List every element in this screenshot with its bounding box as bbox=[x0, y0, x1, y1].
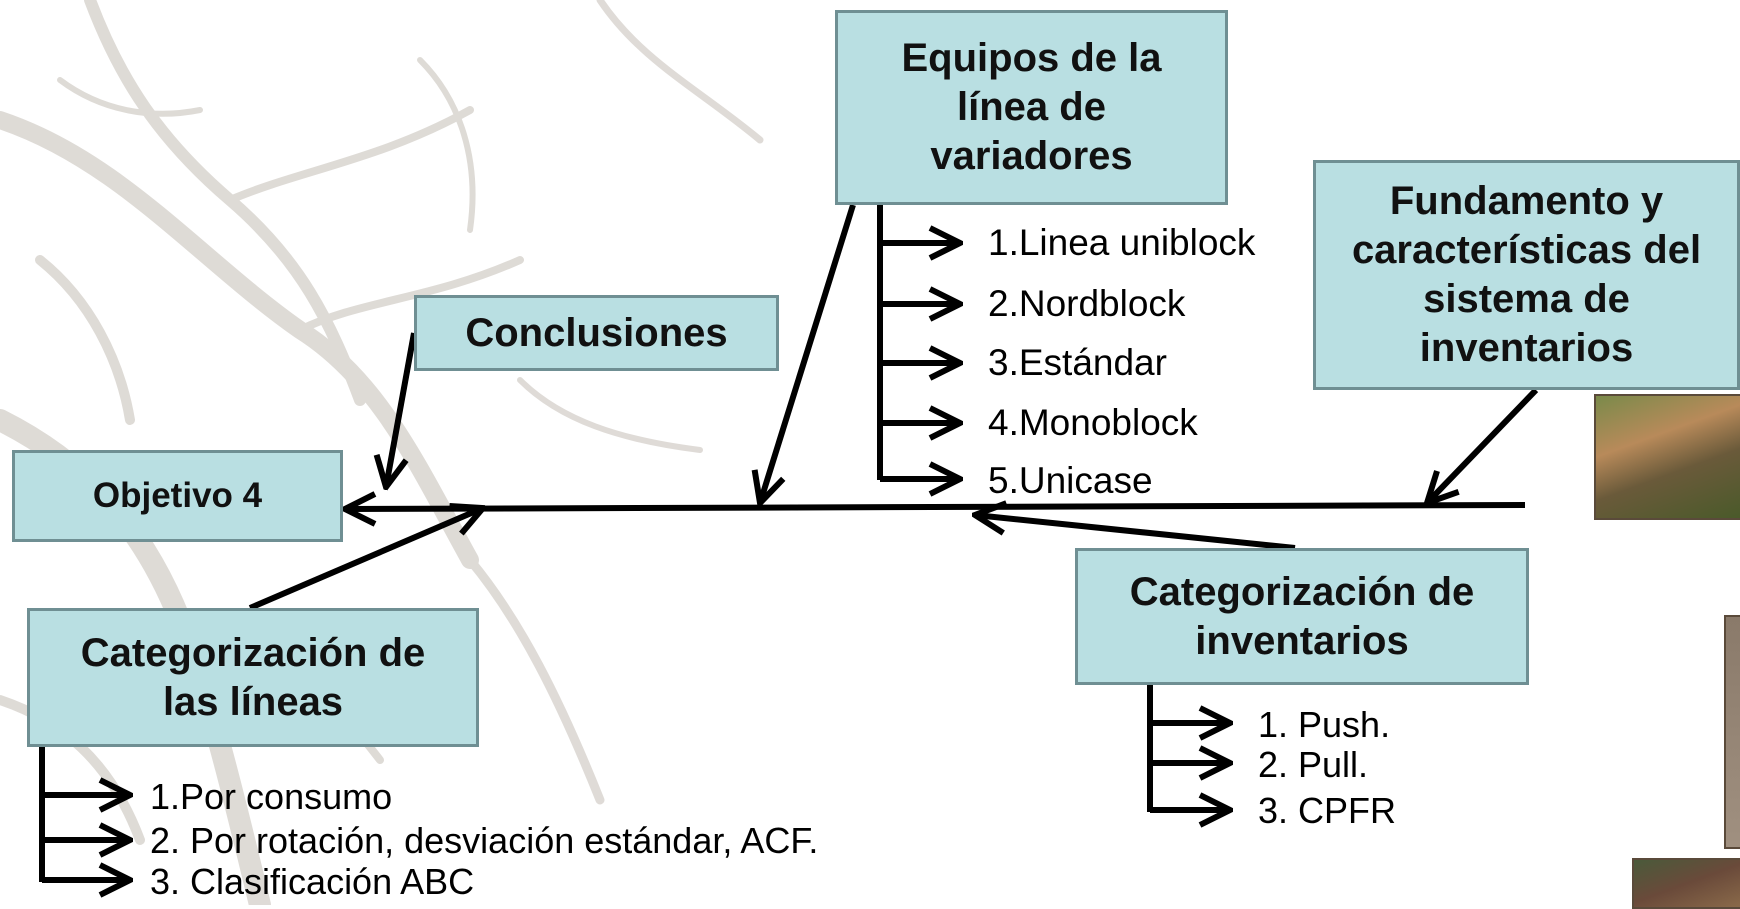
objetivo-label: Objetivo 4 bbox=[92, 475, 263, 515]
arrow-conclusiones bbox=[386, 332, 417, 487]
spine-line bbox=[345, 505, 1526, 509]
arrow-fundamento bbox=[1427, 387, 1539, 503]
cat-lineas-item: 1.Por consumo bbox=[150, 776, 393, 817]
cat-inventarios-item: 3. CPFR bbox=[1258, 790, 1397, 831]
cat-inventarios-box: Categorización de inventarios bbox=[1075, 548, 1529, 685]
photo-thumbnail-2 bbox=[1724, 615, 1740, 849]
photo-thumbnail-1 bbox=[1594, 394, 1740, 520]
cat-lineas-item: 3. Clasificación ABC bbox=[150, 861, 475, 902]
equipos-title: Equipos de la línea de variadores bbox=[901, 36, 1162, 178]
arrow-equipos bbox=[760, 204, 856, 503]
conclusiones-title: Conclusiones bbox=[465, 310, 728, 355]
objetivo-box: Objetivo 4 bbox=[12, 450, 343, 542]
cat-lineas-title: Categorización de las líneas bbox=[80, 630, 426, 724]
cat-inventarios-item: 1. Push. bbox=[1258, 704, 1391, 745]
equipos-item: 4.Monoblock bbox=[988, 402, 1198, 443]
cat-inventarios-title: Categorización de inventarios bbox=[1129, 569, 1475, 663]
equipos-box: Equipos de la línea de variadores bbox=[835, 10, 1228, 205]
cat-lineas-item-connectors bbox=[39, 742, 130, 882]
cat-inventarios-item: 2. Pull. bbox=[1258, 744, 1369, 785]
photo-thumbnail-3 bbox=[1632, 858, 1740, 909]
cat-lineas-box: Categorización de las líneas bbox=[27, 608, 479, 747]
arrow-cat-inventarios bbox=[975, 515, 1296, 551]
equipos-item: 1.Linea uniblock bbox=[988, 222, 1256, 263]
equipos-item: 5.Unicase bbox=[988, 460, 1153, 501]
conclusiones-box: Conclusiones bbox=[414, 295, 779, 371]
fundamento-title: Fundamento y características del sistema… bbox=[1351, 179, 1702, 370]
cat-lineas-item: 2. Por rotación, desviación estándar, AC… bbox=[150, 820, 819, 861]
equipos-item-connectors bbox=[877, 205, 960, 480]
arrow-cat-lineas bbox=[248, 508, 483, 611]
equipos-item: 2.Nordblock bbox=[988, 283, 1186, 324]
cat-inventarios-item-connectors bbox=[1147, 685, 1230, 812]
equipos-item: 3.Estándar bbox=[988, 342, 1167, 383]
fundamento-box: Fundamento y características del sistema… bbox=[1313, 160, 1740, 390]
